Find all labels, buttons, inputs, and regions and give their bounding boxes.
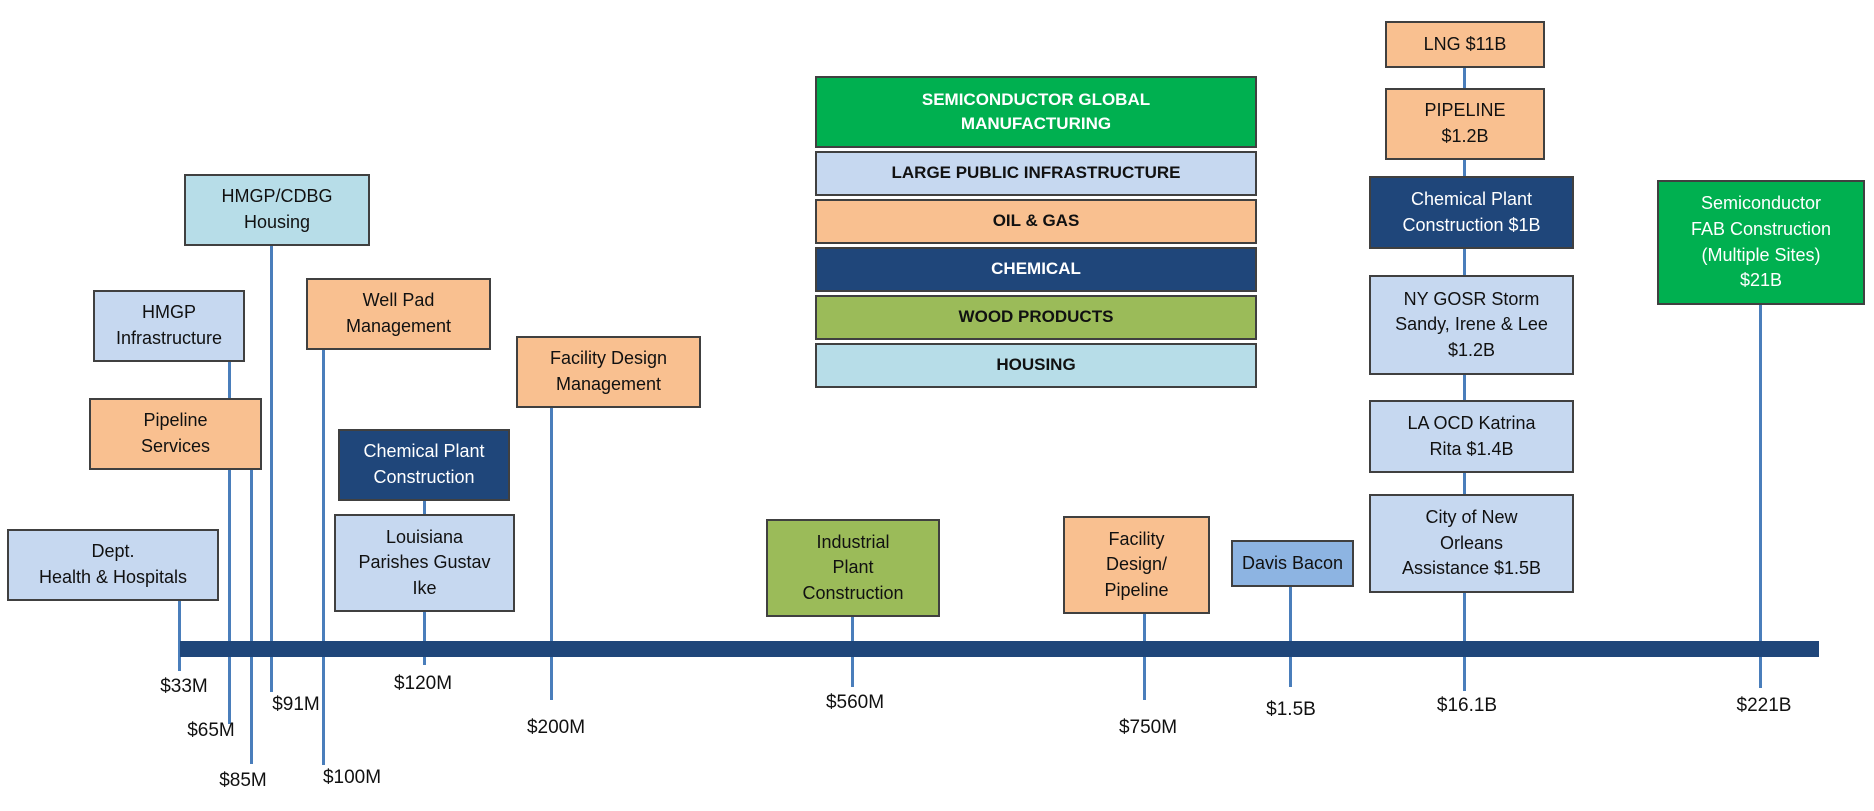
- connector-200m: [550, 408, 553, 700]
- legend-chemical: CHEMICAL: [815, 247, 1257, 292]
- project-pipeline-services: Pipeline Services: [89, 398, 262, 470]
- value-label-16-1b: $16.1B: [1436, 695, 1498, 716]
- project-industrial-plant-construction: Industrial Plant Construction: [766, 519, 940, 617]
- project-facility-design-pipeline: Facility Design/ Pipeline: [1063, 516, 1210, 614]
- connector-16-1b: [1463, 66, 1466, 691]
- value-label-120m: $120M: [393, 673, 453, 694]
- value-label-750m: $750M: [1118, 717, 1178, 738]
- project-new-orleans: City of New Orleans Assistance $1.5B: [1369, 494, 1574, 593]
- connector-750m: [1143, 614, 1146, 700]
- connector-100m: [322, 350, 325, 765]
- legend-semiconductor: SEMICONDUCTOR GLOBAL MANUFACTURING: [815, 76, 1257, 148]
- connector-91m: [270, 246, 273, 692]
- project-la-ocd: LA OCD Katrina Rita $1.4B: [1369, 400, 1574, 473]
- project-pipeline-1-2b: PIPELINE $1.2B: [1385, 88, 1545, 160]
- project-hmgp-infrastructure: HMGP Infrastructure: [93, 290, 245, 362]
- project-lng: LNG $11B: [1385, 21, 1545, 68]
- connector-1-5b: [1289, 587, 1292, 687]
- legend-oil-gas: OIL & GAS: [815, 199, 1257, 244]
- project-davis-bacon: Davis Bacon: [1231, 540, 1354, 587]
- project-facility-design-management: Facility Design Management: [516, 336, 701, 408]
- value-label-33m: $33M: [160, 676, 208, 697]
- value-label-1-5b: $1.5B: [1266, 699, 1316, 720]
- value-label-91m: $91M: [272, 694, 320, 715]
- project-semiconductor-fab: Semiconductor FAB Construction (Multiple…: [1657, 180, 1865, 305]
- project-chemical-plant-1b: Chemical Plant Construction $1B: [1369, 176, 1574, 249]
- legend-housing: HOUSING: [815, 343, 1257, 388]
- value-label-221b: $221B: [1736, 695, 1792, 716]
- project-well-pad-management: Well Pad Management: [306, 278, 491, 350]
- connector-65m: [228, 362, 231, 724]
- project-ny-gosr: NY GOSR Storm Sandy, Irene & Lee $1.2B: [1369, 275, 1574, 375]
- project-chemical-plant-construction: Chemical Plant Construction: [338, 429, 510, 501]
- connector-221b: [1759, 303, 1762, 688]
- legend-wood-products: WOOD PRODUCTS: [815, 295, 1257, 340]
- value-label-100m: $100M: [322, 767, 382, 788]
- connector-33m: [178, 601, 181, 671]
- value-label-65m: $65M: [187, 720, 235, 741]
- value-label-200m: $200M: [526, 717, 586, 738]
- connector-85m: [250, 470, 253, 764]
- project-louisiana-parishes: Louisiana Parishes Gustav Ike: [334, 514, 515, 612]
- timeline-axis: [180, 641, 1819, 657]
- value-label-85m: $85M: [219, 770, 267, 791]
- value-label-560m: $560M: [825, 692, 885, 713]
- project-dept-health-hospitals: Dept. Health & Hospitals: [7, 529, 219, 601]
- project-hmgp-cdbg-housing: HMGP/CDBG Housing: [184, 174, 370, 246]
- legend-infrastructure: LARGE PUBLIC INFRASTRUCTURE: [815, 151, 1257, 196]
